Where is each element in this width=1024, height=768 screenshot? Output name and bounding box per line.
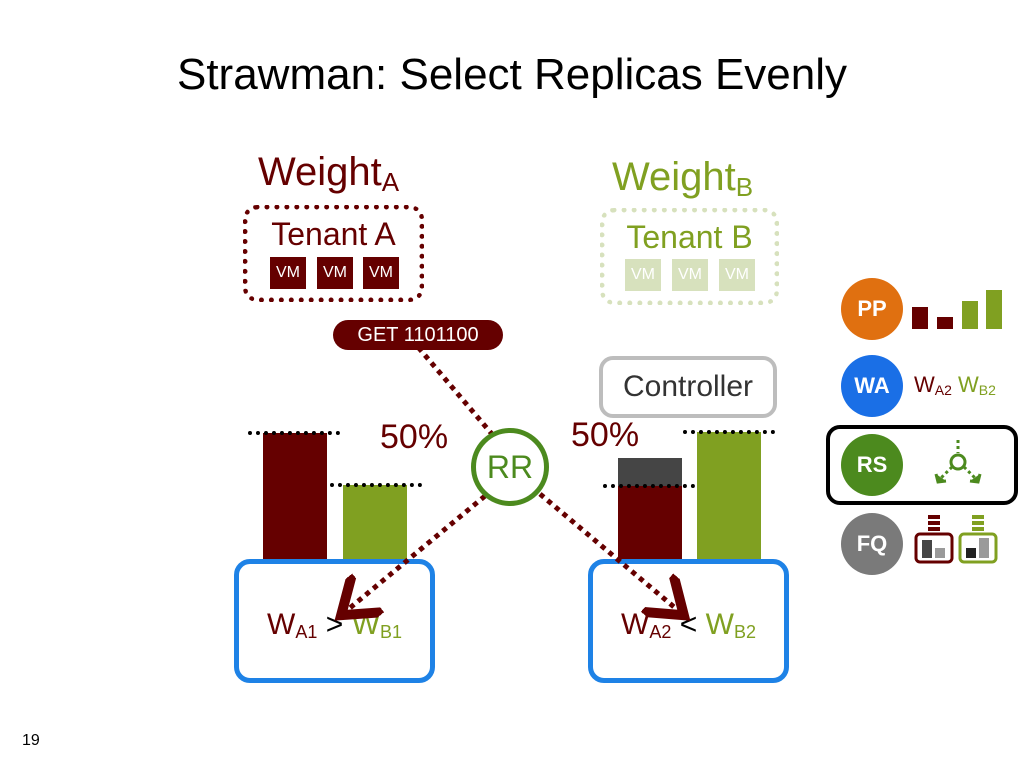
- pp-badge: PP: [841, 278, 903, 340]
- tenant-b-name: Tenant B: [626, 219, 753, 255]
- bar-tenant-a-server2: [618, 486, 682, 559]
- w-b1-sub: B1: [379, 622, 402, 642]
- pp-bar: [986, 290, 1002, 329]
- tenant-a-vm: VM: [317, 257, 353, 289]
- tenant-a-vm: VM: [270, 257, 306, 289]
- rs-highlight-box: [826, 425, 1018, 505]
- get-request-label: GET 1101100: [333, 320, 503, 350]
- wa-w-a2: WA2: [914, 372, 952, 398]
- weight-b-sub: B: [735, 172, 754, 202]
- w-b2-text: W: [705, 608, 734, 641]
- arrow-get-to-rr: [410, 338, 499, 442]
- left-percentage: 50%: [380, 418, 449, 456]
- replica-select-glyph: [934, 440, 982, 484]
- tenant-a-name: Tenant A: [271, 216, 396, 252]
- fair-queue-icons: [914, 515, 998, 564]
- weight-a-text: Weight: [258, 150, 382, 194]
- arrow-rr-to-server2: [538, 492, 680, 612]
- rs-badge: RS: [841, 434, 903, 496]
- level-line: [330, 483, 422, 487]
- weight-b-label: WeightB: [612, 155, 753, 203]
- w-a2-sub: A2: [649, 622, 672, 642]
- wa-badge: WA: [841, 355, 903, 417]
- w-b2: WB2: [705, 608, 756, 642]
- bar-overflow-server2: [618, 458, 682, 486]
- right-percentage: 50%: [571, 416, 640, 454]
- wa-w1-sub: A2: [934, 382, 952, 398]
- level-line: [248, 431, 340, 435]
- arrow-rr-to-server1: [345, 494, 487, 612]
- pp-bar: [912, 307, 928, 329]
- w-a1-text: W: [267, 608, 296, 641]
- bar-tenant-b-server1: [343, 485, 407, 559]
- wa-w2-sub: B2: [978, 382, 996, 398]
- fq-queue-b: [958, 515, 998, 564]
- controller-box: Controller: [599, 356, 777, 418]
- bar-tenant-b-server2: [697, 432, 761, 559]
- w-b2-sub: B2: [733, 622, 756, 642]
- server-2-comparison: WA2 < WB2: [593, 608, 784, 643]
- fq-queue-a: [914, 515, 954, 564]
- bar-tenant-a-server1: [263, 433, 327, 559]
- level-line: [603, 484, 695, 488]
- weight-a-label: WeightA: [258, 150, 399, 198]
- tenant-b-vm: VM: [625, 259, 661, 291]
- pp-bar: [937, 317, 953, 329]
- server-1: WA1 > WB1: [234, 559, 435, 683]
- tenant-a-vm: VM: [363, 257, 399, 289]
- w-a1: WA1: [267, 608, 318, 642]
- wa-w-b2: WB2: [958, 372, 996, 398]
- wa-w1-text: W: [914, 372, 935, 397]
- slide-title: Strawman: Select Replicas Evenly: [176, 50, 848, 99]
- level-line: [683, 430, 775, 434]
- pp-bar: [962, 301, 978, 329]
- wa-legend-text: WA2 WB2: [914, 372, 996, 398]
- tenant-b-box: Tenant B: [600, 208, 779, 305]
- round-robin-node: RR: [471, 428, 549, 506]
- page-number: 19: [22, 732, 40, 749]
- weight-b-text: Weight: [612, 155, 736, 199]
- tenant-a-box: Tenant A: [243, 205, 424, 302]
- tenant-b-vm: VM: [719, 259, 755, 291]
- w-a1-sub: A1: [295, 622, 318, 642]
- wa-w2-text: W: [958, 372, 979, 397]
- replica-select-icon: [934, 440, 982, 484]
- fq-badge: FQ: [841, 513, 903, 575]
- weight-a-sub: A: [381, 167, 400, 197]
- tenant-b-vm: VM: [672, 259, 708, 291]
